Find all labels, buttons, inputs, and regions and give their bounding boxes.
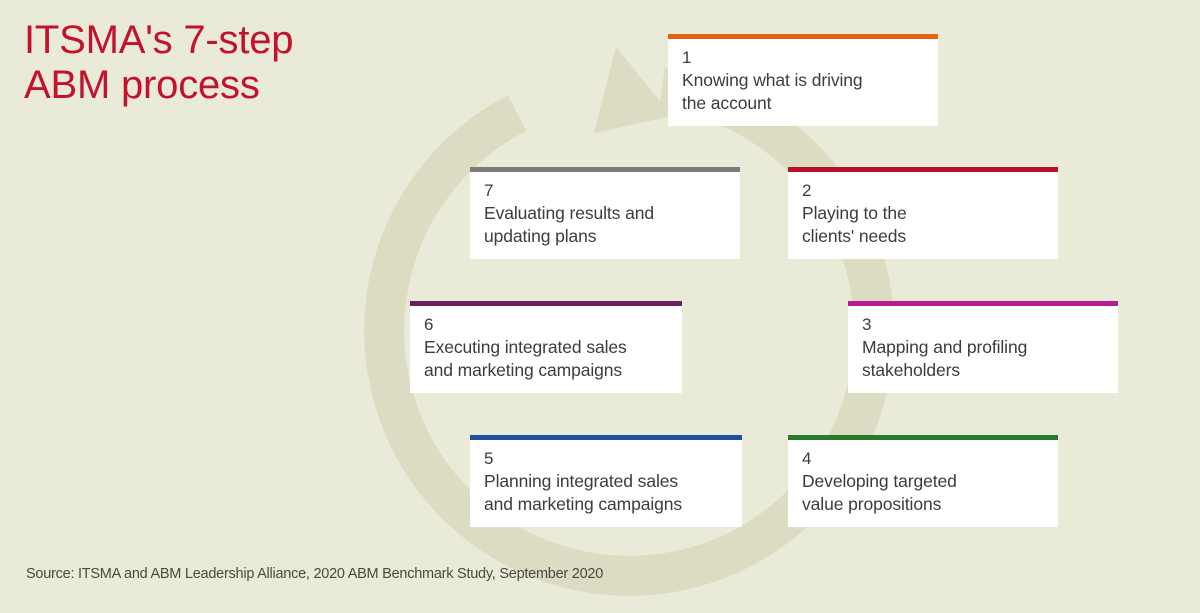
page-title: ITSMA's 7-step ABM process bbox=[24, 18, 294, 108]
step-card-3[interactable]: 3 Mapping and profiling stakeholders bbox=[848, 301, 1118, 393]
step-number-5: 5 bbox=[484, 449, 494, 468]
step-accent-bar-6 bbox=[410, 301, 682, 306]
step-body-2: 2 Playing to the clients' needs bbox=[788, 172, 1058, 259]
step-text-2: Playing to the clients' needs bbox=[802, 202, 907, 247]
step-text-1: Knowing what is driving the account bbox=[682, 69, 863, 114]
step-card-1[interactable]: 1 Knowing what is driving the account bbox=[668, 34, 938, 126]
step-card-6[interactable]: 6 Executing integrated sales and marketi… bbox=[410, 301, 682, 393]
step-number-7: 7 bbox=[484, 181, 494, 200]
step-text-7: Evaluating results and updating plans bbox=[484, 202, 654, 247]
step-accent-bar-7 bbox=[470, 167, 740, 172]
step-card-5[interactable]: 5 Planning integrated sales and marketin… bbox=[470, 435, 742, 527]
step-accent-bar-1 bbox=[668, 34, 938, 39]
step-accent-bar-2 bbox=[788, 167, 1058, 172]
step-accent-bar-5 bbox=[470, 435, 742, 440]
step-card-2[interactable]: 2 Playing to the clients' needs bbox=[788, 167, 1058, 259]
source-note: Source: ITSMA and ABM Leadership Allianc… bbox=[26, 566, 604, 582]
step-accent-bar-3 bbox=[848, 301, 1118, 306]
step-text-3: Mapping and profiling stakeholders bbox=[862, 336, 1028, 381]
step-card-7[interactable]: 7 Evaluating results and updating plans bbox=[470, 167, 740, 259]
cycle-arrow-head bbox=[594, 47, 672, 133]
step-number-2: 2 bbox=[802, 181, 812, 200]
step-number-6: 6 bbox=[424, 315, 434, 334]
step-body-5: 5 Planning integrated sales and marketin… bbox=[470, 440, 742, 527]
step-text-6: Executing integrated sales and marketing… bbox=[424, 336, 627, 381]
step-number-1: 1 bbox=[682, 48, 692, 67]
step-body-6: 6 Executing integrated sales and marketi… bbox=[410, 306, 682, 393]
step-accent-bar-4 bbox=[788, 435, 1058, 440]
step-text-5: Planning integrated sales and marketing … bbox=[484, 470, 683, 515]
step-number-3: 3 bbox=[862, 315, 872, 334]
step-body-3: 3 Mapping and profiling stakeholders bbox=[848, 306, 1118, 393]
step-number-4: 4 bbox=[802, 449, 812, 468]
step-body-1: 1 Knowing what is driving the account bbox=[668, 39, 938, 126]
step-body-7: 7 Evaluating results and updating plans bbox=[470, 172, 740, 259]
step-body-4: 4 Developing targeted value propositions bbox=[788, 440, 1058, 527]
step-card-4[interactable]: 4 Developing targeted value propositions bbox=[788, 435, 1058, 527]
step-text-4: Developing targeted value propositions bbox=[802, 470, 957, 515]
